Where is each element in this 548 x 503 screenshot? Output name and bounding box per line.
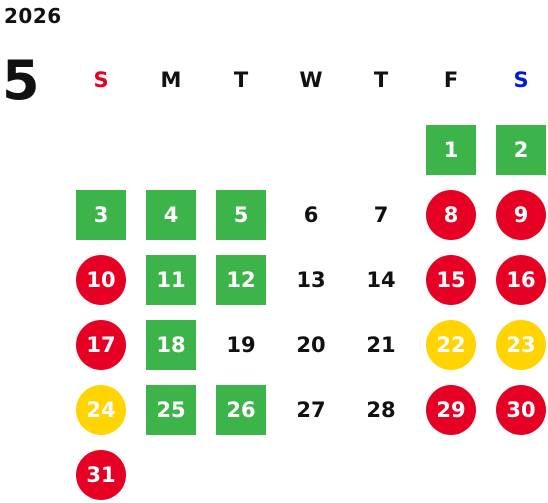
day-cell[interactable]: 15 [426, 255, 476, 305]
day-cell[interactable]: 14 [366, 268, 396, 292]
day-cell[interactable]: 16 [496, 255, 546, 305]
day-cell[interactable]: 8 [426, 190, 476, 240]
day-cell[interactable]: 3 [76, 190, 126, 240]
day-cell[interactable]: 5 [216, 190, 266, 240]
day-cell[interactable]: 13 [296, 268, 326, 292]
day-cell[interactable]: 25 [146, 385, 196, 435]
weekday-header-sat: S [513, 68, 529, 92]
day-cell[interactable]: 29 [426, 385, 476, 435]
day-cell[interactable]: 9 [496, 190, 546, 240]
day-cell[interactable]: 26 [216, 385, 266, 435]
day-cell[interactable]: 23 [496, 320, 546, 370]
day-cell[interactable]: 12 [216, 255, 266, 305]
day-cell[interactable]: 31 [76, 450, 126, 500]
day-cell[interactable]: 10 [76, 255, 126, 305]
day-cell[interactable]: 27 [296, 398, 326, 422]
day-cell[interactable]: 20 [296, 333, 326, 357]
day-cell[interactable]: 7 [373, 203, 389, 227]
month-number: 5 [2, 49, 40, 112]
day-cell[interactable]: 30 [496, 385, 546, 435]
day-cell[interactable]: 28 [366, 398, 396, 422]
day-cell[interactable]: 1 [426, 125, 476, 175]
day-cell[interactable]: 4 [146, 190, 196, 240]
day-cell[interactable]: 18 [146, 320, 196, 370]
day-cell[interactable]: 17 [76, 320, 126, 370]
weekday-header-mon: M [160, 68, 182, 92]
day-cell[interactable]: 11 [146, 255, 196, 305]
weekday-header-thu: T [373, 68, 389, 92]
day-cell[interactable]: 21 [366, 333, 396, 357]
day-cell[interactable]: 6 [303, 203, 319, 227]
weekday-header-wed: W [299, 68, 323, 92]
weekday-header-fri: F [443, 68, 459, 92]
day-cell[interactable]: 19 [226, 333, 256, 357]
year-label: 2026 [4, 4, 62, 28]
weekday-header-sun: S [93, 68, 109, 92]
day-cell[interactable]: 24 [76, 385, 126, 435]
weekday-header-tue: T [233, 68, 249, 92]
day-cell[interactable]: 22 [426, 320, 476, 370]
day-cell[interactable]: 2 [496, 125, 546, 175]
